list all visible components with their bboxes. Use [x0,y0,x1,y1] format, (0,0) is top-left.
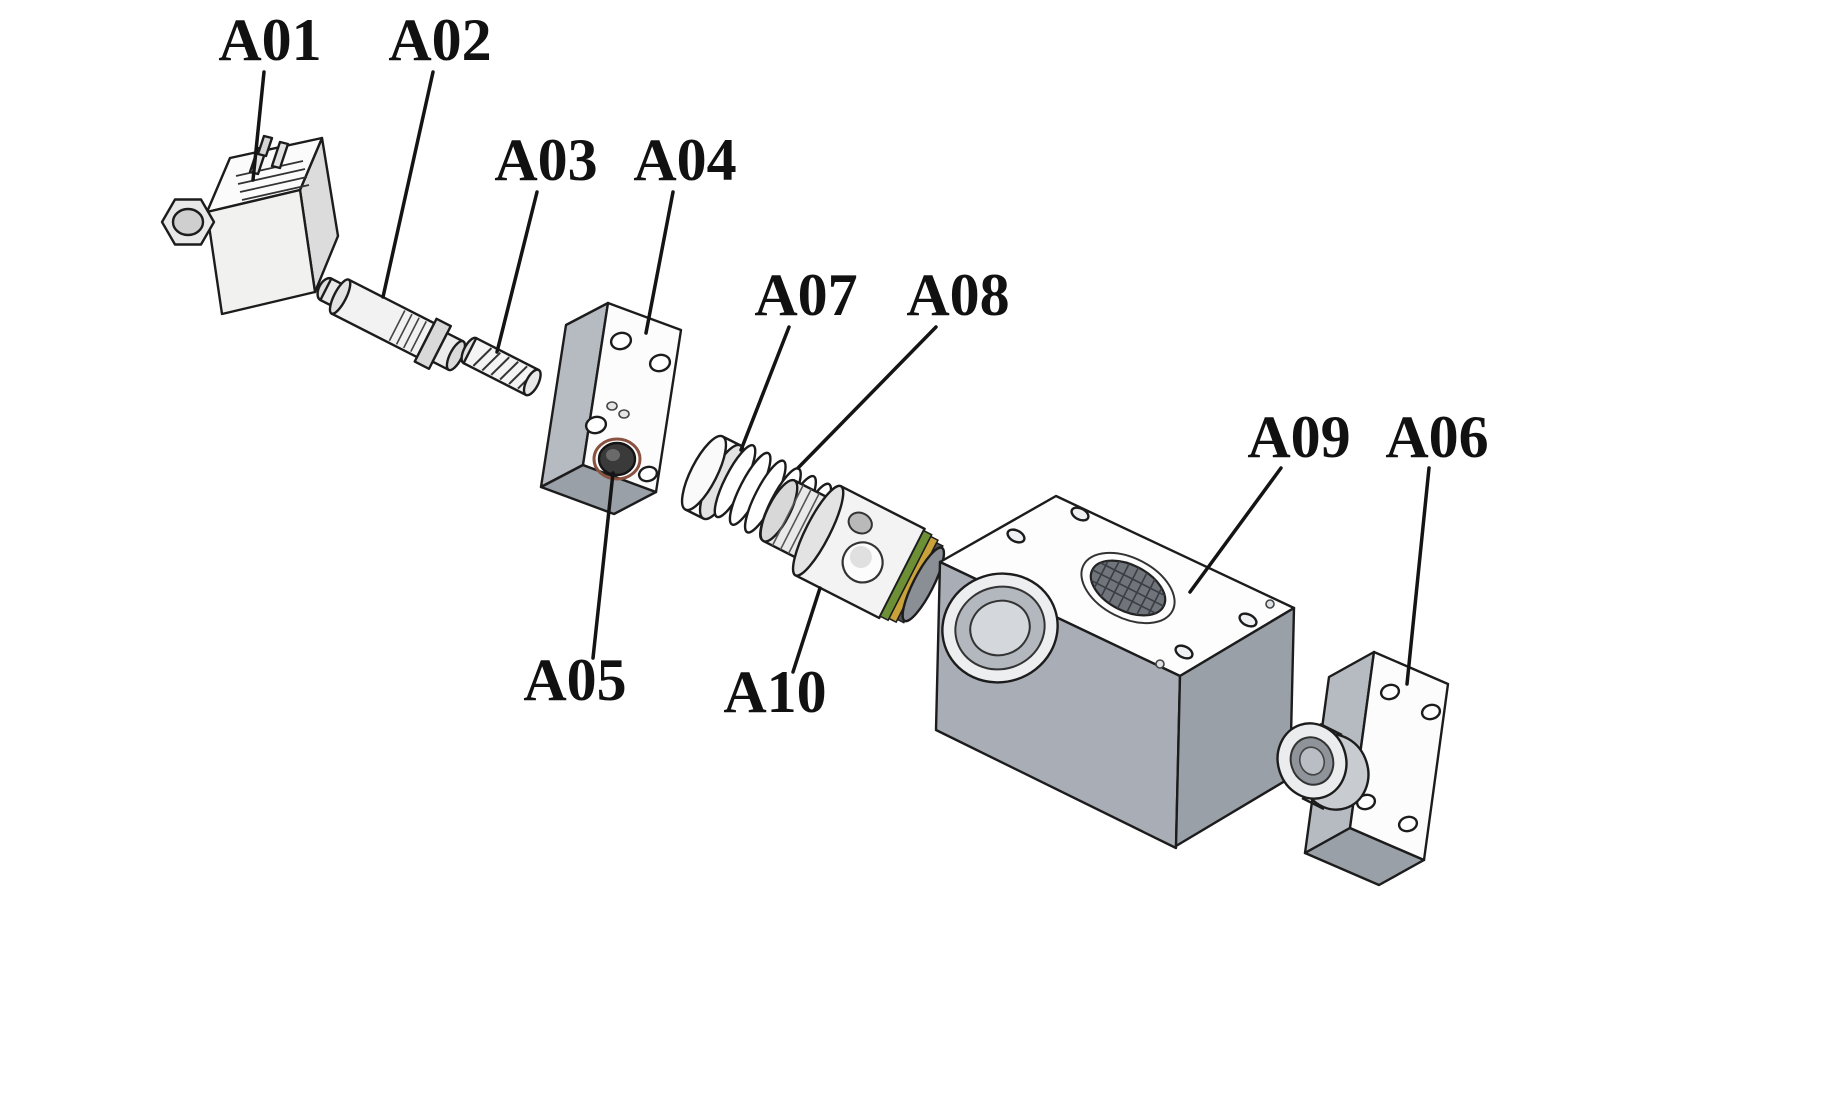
coil-nut [160,198,216,246]
label-a06: A06 [1385,404,1488,470]
label-a04: A04 [633,127,736,193]
leader-line-a03 [495,190,539,354]
port-hatch-lines [1091,560,1165,616]
leader-line-a08 [796,325,938,470]
block-bore [941,572,1059,684]
part-a09-valve-block [934,494,1296,850]
block-top-port [1080,551,1176,625]
a06-port-bushing [1276,722,1370,811]
a10-side-hole [847,511,873,535]
label-a01: A01 [218,7,321,73]
leader-line-a05 [591,471,615,660]
label-a09: A09 [1247,404,1350,470]
label-a02: A02 [388,7,491,73]
part-a06-end-plate [1276,650,1450,887]
coil-front-face [205,188,317,316]
part-a02-armature-tube [316,276,467,372]
leader-line-a04 [644,190,675,335]
leader-line-a06 [1405,466,1431,686]
block-top-holes [1006,506,1275,669]
leader-line-a10 [791,586,822,674]
a04-bolt-holes [584,331,672,483]
leader-line-a07 [739,325,791,452]
a05-valve-seat-hole [592,437,642,481]
label-a03: A03 [494,127,597,193]
leader-line-a01 [251,70,266,182]
leader-line-a02 [381,70,435,299]
leader-lines [251,70,1431,686]
label-a05: A05 [523,647,626,713]
armature-thread-lines [388,310,427,353]
label-a08: A08 [906,262,1009,328]
label-a07: A07 [754,262,857,328]
a06-bolt-holes [1355,683,1442,833]
coil-lamination-lines [235,160,310,201]
part-a04-flange-plate [539,301,683,516]
part-a10-cartridge-sleeve [759,478,946,624]
label-a10: A10 [723,659,826,725]
leader-line-a09 [1188,466,1283,594]
part-a01-solenoid-coil [160,134,340,316]
part-a03-spring-screw [460,336,542,397]
part-labels: A01 A02 A03 A04 A07 A08 A09 A06 A05 A10 [218,7,1488,725]
